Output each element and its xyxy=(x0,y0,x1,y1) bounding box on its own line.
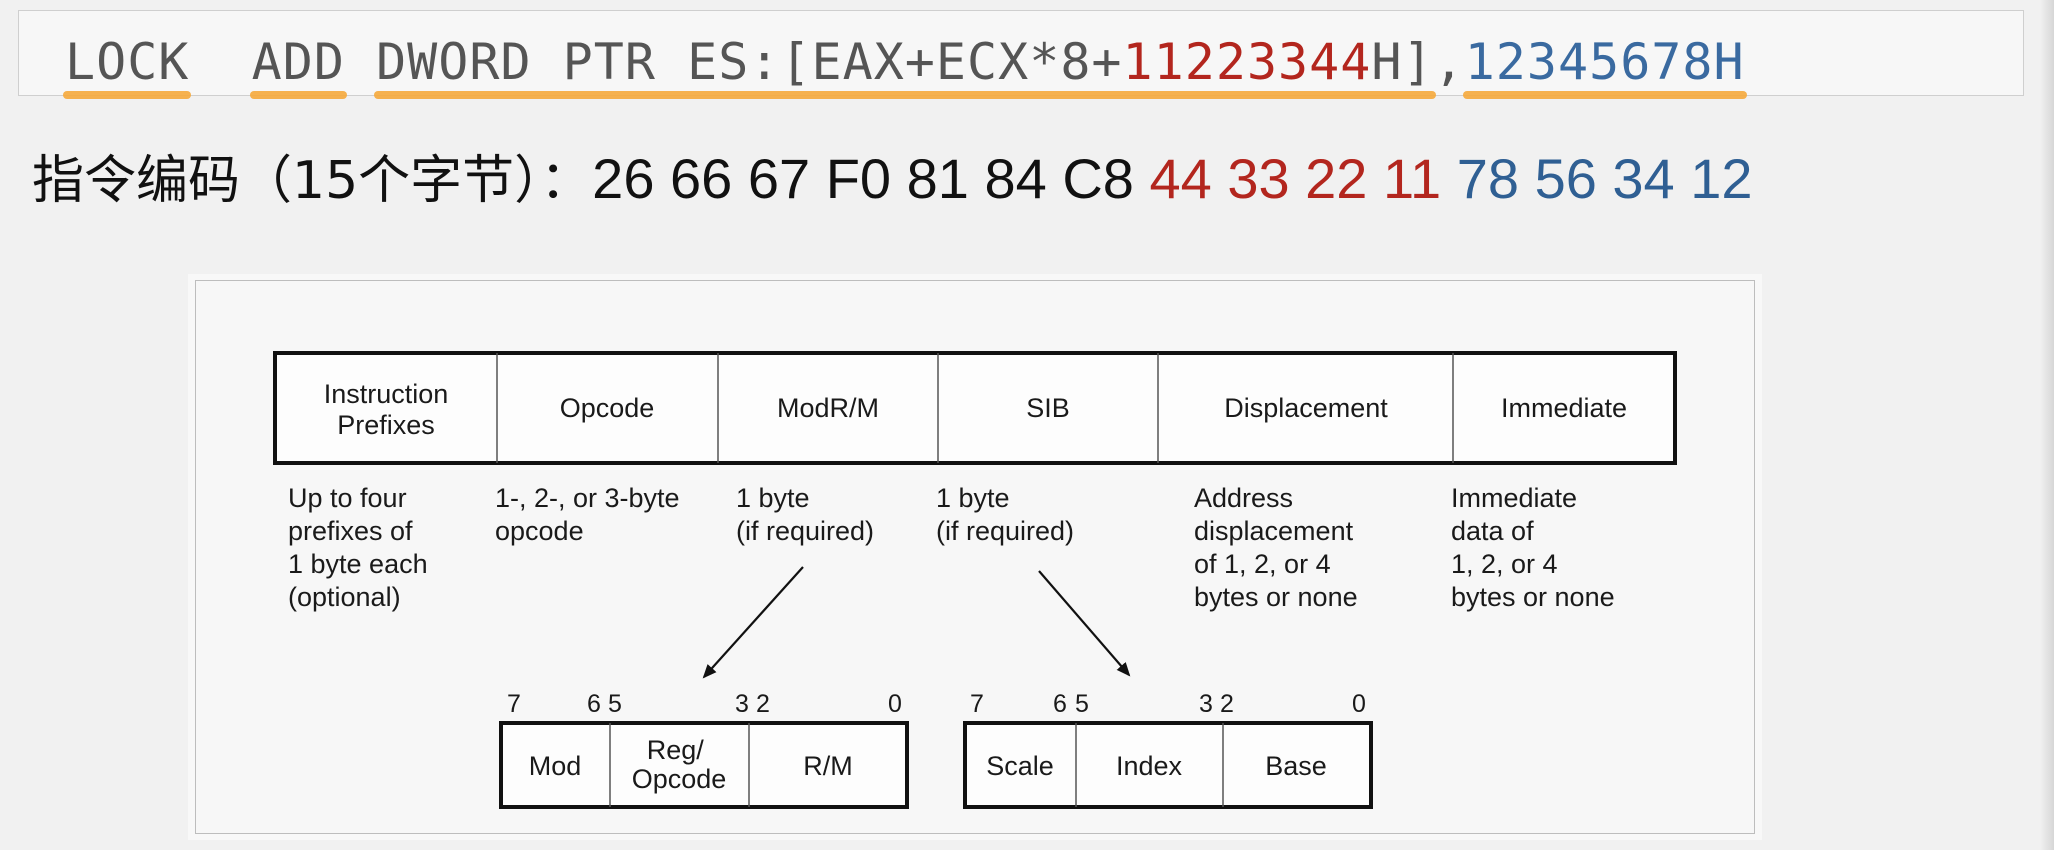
sib-byte-diagram: 7 6 5 3 2 0 Scale Index Base xyxy=(963,690,1373,809)
modrm-field-rm: R/M xyxy=(803,751,853,781)
modrm-arrow xyxy=(702,566,804,679)
sib-bit-5: 5 xyxy=(1075,690,1089,718)
asm-immediate: 12345678H xyxy=(1464,33,1745,91)
instruction-format-figure: Instruction Prefixes Opcode ModR/M SIB D… xyxy=(195,280,1755,834)
modrm-bit-3: 3 xyxy=(735,690,749,718)
asm-displacement-suffix: H] xyxy=(1371,33,1434,91)
asm-memory-operand-wrap: DWORD PTR ES:[EAX+ECX*8+11223344H] xyxy=(376,33,1434,91)
sib-arrow xyxy=(1038,570,1131,677)
fields-table-frame xyxy=(273,351,1677,465)
asm-mnemonic: ADD xyxy=(251,33,345,91)
encoding-line: 指令编码（15个字节）：26 66 67 F0 81 84 C8 44 33 2… xyxy=(32,138,1753,213)
sib-field-index: Index xyxy=(1116,751,1183,781)
encoding-label: 指令编码（15个字节）： xyxy=(32,151,593,211)
modrm-bit-5: 5 xyxy=(608,690,622,718)
modrm-bit-0: 0 xyxy=(888,690,902,718)
modrm-bit-7: 7 xyxy=(507,690,521,718)
field-name-prefixes-l1: Instruction xyxy=(324,379,449,409)
field-desc-opcode: 1-, 2-, or 3-byte opcode xyxy=(495,483,687,546)
field-desc-modrm: 1 byte (if required) xyxy=(736,483,874,546)
field-desc-sib: 1 byte (if required) xyxy=(936,483,1074,546)
assembly-instruction: LOCK ADD DWORD PTR ES:[EAX+ECX*8+1122334… xyxy=(65,33,1745,91)
modrm-byte-frame xyxy=(499,721,909,809)
field-name-sib: SIB xyxy=(1026,393,1070,423)
asm-displacement: 11223344 xyxy=(1122,33,1372,91)
window-edge xyxy=(2040,0,2054,850)
field-name-prefixes-l2: Prefixes xyxy=(337,410,435,440)
modrm-byte-diagram: 7 6 5 3 2 0 Mod Reg/ Opcode R/M xyxy=(499,690,909,809)
encoding-displacement-bytes: 44 33 22 11 xyxy=(1149,147,1442,210)
asm-comma: , xyxy=(1433,33,1465,91)
field-name-modrm: ModR/M xyxy=(777,393,879,423)
field-name-immediate: Immediate xyxy=(1501,393,1627,423)
field-desc-prefixes: Up to four prefixes of 1 byte each (opti… xyxy=(288,483,435,612)
sib-bit-7: 7 xyxy=(970,690,984,718)
encoding-immediate-bytes: 78 56 34 12 xyxy=(1456,147,1753,210)
sib-bit-6: 6 xyxy=(1053,690,1067,718)
asm-lock-prefix: LOCK xyxy=(65,33,190,91)
encoding-base-bytes: 26 66 67 F0 81 84 C8 xyxy=(592,147,1134,210)
modrm-field-mod: Mod xyxy=(529,751,582,781)
sib-field-base: Base xyxy=(1265,751,1327,781)
modrm-bit-6: 6 xyxy=(587,690,601,718)
sib-bit-3: 3 xyxy=(1199,690,1213,718)
field-desc-displacement: Address displacement of 1, 2, or 4 bytes… xyxy=(1194,483,1361,612)
field-name-displacement: Displacement xyxy=(1224,393,1388,423)
field-name-opcode: Opcode xyxy=(560,393,655,423)
sib-byte-frame xyxy=(963,721,1373,809)
asm-memory-operand: DWORD PTR ES:[EAX+ECX*8+ xyxy=(376,33,1123,91)
modrm-field-reg-opcode: Reg/ Opcode xyxy=(632,735,727,794)
modrm-bit-2: 2 xyxy=(756,690,770,718)
sib-bit-0: 0 xyxy=(1352,690,1366,718)
sib-field-scale: Scale xyxy=(986,751,1054,781)
assembly-instruction-box: LOCK ADD DWORD PTR ES:[EAX+ECX*8+1122334… xyxy=(18,10,2024,96)
sib-bit-2: 2 xyxy=(1220,690,1234,718)
instruction-format-diagram: Instruction Prefixes Opcode ModR/M SIB D… xyxy=(273,351,1677,809)
field-desc-immediate: Immediate data of 1, 2, or 4 bytes or no… xyxy=(1451,483,1615,612)
